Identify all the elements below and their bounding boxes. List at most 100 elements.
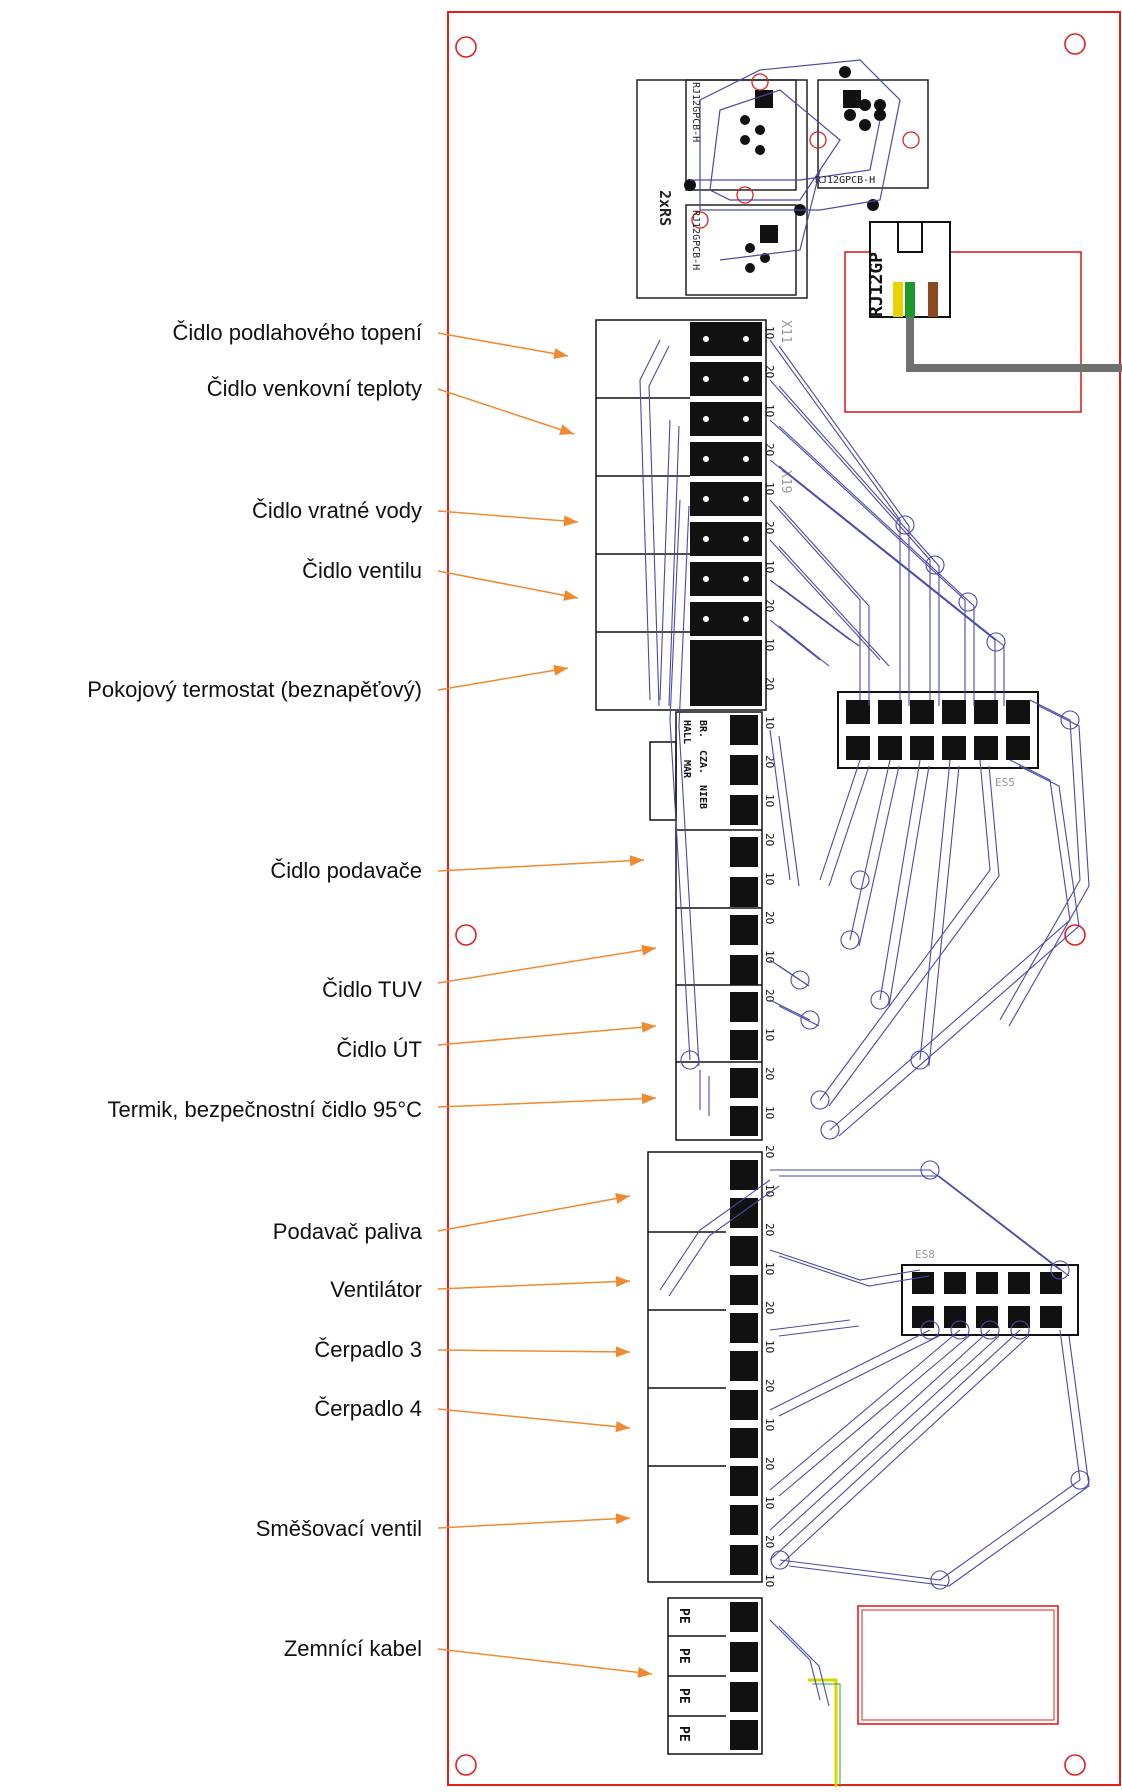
trace (769, 379, 931, 700)
rj12gp-label: RJ12GP (866, 252, 887, 317)
trace-outline (778, 1325, 860, 1337)
pin-number: 2O (763, 1457, 776, 1470)
rs-connector-vias (691, 73, 920, 229)
trace-outline (828, 765, 870, 887)
trace (659, 1179, 771, 1291)
rs-connector-pads (684, 66, 886, 273)
via (925, 555, 945, 575)
trace (639, 339, 661, 701)
via (680, 1050, 700, 1070)
arrow-head (641, 1093, 656, 1105)
pin-number: 2O (763, 677, 776, 690)
via (1050, 1260, 1070, 1280)
pin-number: 1O (763, 404, 776, 417)
pin-number: 1O (763, 1340, 776, 1353)
trace-outline (778, 505, 870, 706)
trace (770, 1169, 1061, 1271)
arrow-head (563, 515, 578, 527)
via (920, 1160, 940, 1180)
arrow-line (437, 388, 575, 435)
pin-number: 1O (763, 1574, 776, 1587)
pe-label: PE (676, 1648, 691, 1664)
pin-number: 2O (763, 1301, 776, 1314)
trace-outline (778, 1335, 970, 1497)
pin-number: 1O (763, 1184, 776, 1197)
pin-number: 1O (763, 794, 776, 807)
terminal-block-sensors-2 (649, 711, 763, 1141)
arrow-head (553, 348, 568, 359)
pe-label: PE (676, 1608, 691, 1624)
trace (829, 759, 1071, 1131)
trace (659, 419, 671, 701)
trace-outline (778, 1625, 830, 1707)
pin-number: 1O (763, 560, 776, 573)
arrow-line (437, 1648, 653, 1675)
arrow-head (637, 1666, 652, 1678)
terminal-block-power (647, 1151, 763, 1583)
pin-number: 2O (763, 1223, 776, 1236)
arrow-head (615, 1193, 630, 1204)
mounting-hole (455, 1754, 477, 1776)
x19-label: X19 (778, 470, 793, 493)
pcb-traces (639, 339, 1090, 1707)
arrow-line (437, 1025, 657, 1046)
pin-number: 2O (763, 521, 776, 534)
pin-numbers: 1O2O1O2O1O2O1O2O1O2O1O2O1O2O1O2O1O2O1O2O… (763, 326, 776, 1587)
side-mark: BR. (697, 720, 708, 738)
trace (769, 579, 851, 641)
trace-outline (668, 425, 680, 707)
arrow-head (615, 1513, 630, 1525)
via (980, 1320, 1000, 1340)
via (790, 970, 810, 990)
pin-number: 2O (763, 833, 776, 846)
pin-number: 1O (763, 1496, 776, 1509)
trace (919, 759, 951, 1061)
trace (779, 1329, 1081, 1581)
trace (819, 759, 991, 1101)
label-mixing-valve: Směšovací ventil (255, 1516, 422, 1541)
arrow-line (437, 1195, 631, 1232)
arrow-line (437, 1517, 631, 1529)
label-room-thermostat: Pokojový termostat (beznapěťový) (87, 677, 422, 702)
rj12gp-connector (869, 221, 1122, 372)
trace-outline (928, 765, 960, 1067)
rs-connector-label: RJ12GPCB-H (815, 175, 875, 186)
label-floor-heating-sensor: Čidlo podlahového topení (172, 320, 422, 345)
trace (999, 699, 1081, 1021)
pin-number: 1O (763, 716, 776, 729)
arrow-head (641, 944, 656, 956)
label-return-water-sensor: Čidlo vratné vody (252, 498, 422, 523)
via (850, 870, 870, 890)
label-outdoor-temp-sensor: Čidlo venkovní teploty (206, 376, 422, 401)
label-dhw-sensor: Čidlo TUV (322, 977, 422, 1002)
pin-number: 2O (763, 443, 776, 456)
trace-outline (788, 1335, 1090, 1587)
via (950, 1320, 970, 1340)
trace (819, 759, 861, 881)
header-es8 (901, 1264, 1079, 1336)
trace-outline (668, 1185, 780, 1297)
pe-label: PE (676, 1688, 691, 1704)
arrow-line (437, 859, 645, 872)
keepout-area-bottom (857, 1605, 1059, 1725)
trace-outline (778, 545, 890, 667)
pin-number: 2O (763, 1145, 776, 1158)
trace-outline (778, 1335, 1030, 1567)
earth-wire (808, 1678, 838, 1787)
mounting-hole (1064, 33, 1086, 55)
trace-outline (778, 345, 910, 706)
rs-group-label: 2xRS (656, 190, 674, 226)
trace-outline (778, 965, 810, 987)
trace (879, 759, 921, 1001)
trace (769, 1619, 821, 1701)
es8-label: ES8 (915, 1248, 935, 1261)
via (910, 1050, 930, 1070)
keepout-area-top (844, 251, 1082, 413)
trace-outline (778, 1255, 930, 1287)
trace-outline (778, 425, 975, 706)
trace-outline (778, 1335, 1000, 1537)
side-mark: CZA. (697, 750, 708, 774)
label-ch-sensor: Čidlo ÚT (336, 1037, 422, 1062)
